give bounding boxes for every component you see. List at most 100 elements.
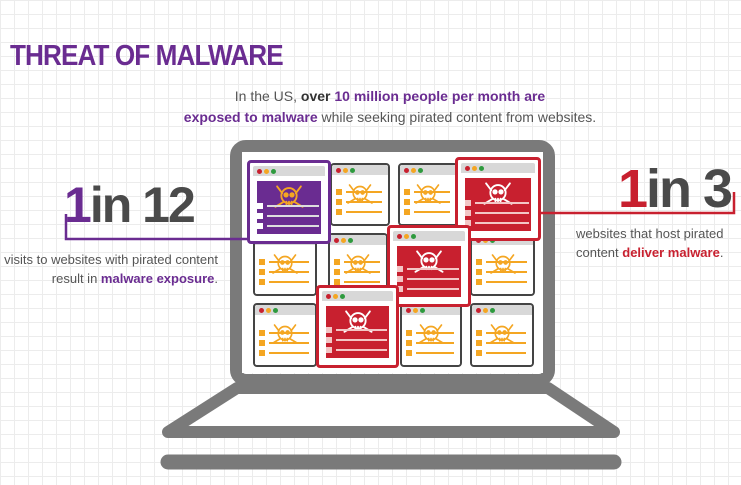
window-content [257,181,321,234]
minimize-dot-icon [341,237,346,243]
content-line [259,330,311,338]
content-line [404,189,452,197]
content-line [404,199,452,207]
window-titlebar [472,305,532,315]
connector-line-purple [64,214,247,241]
intro-text: In the US, over 10 million people per mo… [150,86,630,128]
maximize-dot-icon [479,165,484,171]
close-dot-icon [476,307,481,313]
window-titlebar [253,166,325,176]
maximize-dot-icon [348,237,353,243]
browser-window-exposed [247,160,331,244]
caption-highlight: malware exposure [100,271,215,286]
content-line [334,269,382,277]
window-content [259,320,311,361]
content-line [476,350,528,358]
content-line [326,337,389,345]
minimize-dot-icon [411,167,416,173]
laptop-keyboard-deck [162,382,620,438]
caption-highlight: deliver malware [622,245,720,260]
content-line [476,340,528,348]
intro-highlight: 10 million people per month are [334,88,546,104]
close-dot-icon [406,307,411,313]
caption-line: result in [51,271,101,286]
content-line [257,203,321,211]
stat-rest: in 3 [646,159,733,219]
window-content [326,306,389,358]
content-line [404,209,452,217]
minimize-dot-icon [404,233,409,239]
browser-window-malware [387,225,471,307]
stat-left-caption: visits to websites with pirated content … [0,250,218,288]
window-content [476,250,529,290]
content-line [259,259,311,267]
window-content [476,320,528,361]
content-line [476,259,529,267]
intro-part: while seeking pirated content from websi… [317,109,597,125]
window-content [336,180,384,220]
content-line [326,347,389,355]
content-line [257,213,321,221]
window-titlebar [393,231,465,241]
content-line [397,286,461,294]
minimize-dot-icon [343,167,348,173]
stat-number: 1 [64,177,92,233]
caption-line: visits to websites with pirated content [4,252,218,267]
close-dot-icon [465,165,470,171]
window-titlebar [332,165,388,175]
window-titlebar [330,235,386,245]
intro-part: over [300,88,335,104]
minimize-dot-icon [266,307,271,313]
caption-end: . [214,271,218,286]
window-content [404,180,452,220]
content-line [476,330,528,338]
content-line [334,279,382,287]
minimize-dot-icon [483,307,488,313]
window-content [465,178,531,231]
close-dot-icon [326,293,331,299]
window-content [259,250,311,290]
close-dot-icon [334,237,339,243]
connector-line-red [540,192,736,215]
close-dot-icon [259,307,264,313]
stat-rest: in 12 [89,177,196,233]
close-dot-icon [336,167,341,173]
content-line [476,269,529,277]
laptop-screen-frame [230,140,555,386]
content-line [259,350,311,358]
content-line [259,279,311,287]
content-line [257,223,321,231]
content-line [326,327,389,335]
minimize-dot-icon [413,307,418,313]
page-title: THREAT OF MALWARE [10,40,284,72]
content-line [259,269,311,277]
maximize-dot-icon [411,233,416,239]
maximize-dot-icon [271,168,276,174]
content-line [334,259,382,267]
intro-highlight: exposed to malware [183,109,318,125]
content-line [336,209,384,217]
content-line [465,200,531,208]
content-line [397,266,461,274]
minimize-dot-icon [333,293,338,299]
maximize-dot-icon [273,307,278,313]
browser-window-malware [455,157,541,241]
content-line [406,340,456,348]
browser-window-malware [316,285,399,368]
window-content [406,320,456,361]
content-line [406,350,456,358]
close-dot-icon [404,167,409,173]
content-line [336,199,384,207]
browser-window [470,303,534,367]
stat-number: 1 [618,159,648,219]
skull-crossbones-icon [274,185,304,208]
stat-1-in-12: 1in 12 [64,176,196,234]
maximize-dot-icon [350,167,355,173]
skull-crossbones-icon [347,184,373,204]
window-titlebar [400,165,456,175]
browser-window [253,303,317,367]
minimize-dot-icon [264,168,269,174]
browser-window [398,163,458,226]
content-line [406,330,456,338]
window-titlebar [322,291,393,301]
